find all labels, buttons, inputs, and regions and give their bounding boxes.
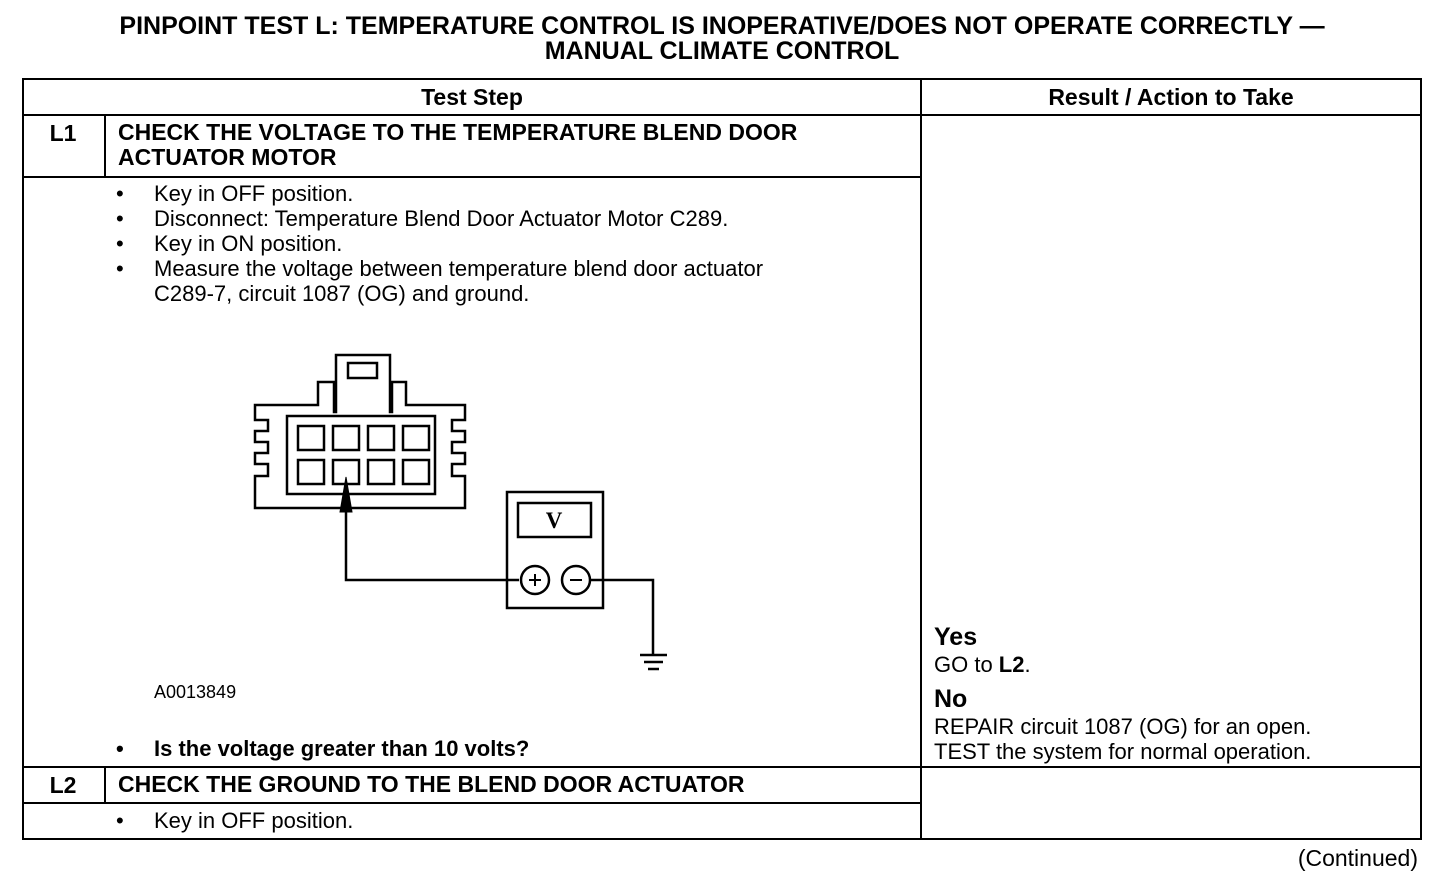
- result-no-action-line-2: TEST the system for normal operation.: [934, 739, 1312, 764]
- voltmeter-positive-terminal: [519, 564, 551, 596]
- step-l2-instructions: •Key in OFF position.: [112, 808, 353, 833]
- plus-icon: [529, 574, 541, 586]
- title-line-2: MANUAL CLIMATE CONTROL: [544, 37, 900, 65]
- connector-voltmeter-diagram: V: [253, 353, 667, 671]
- step-l1-question: •Is the voltage greater than 10 volts?: [112, 736, 529, 761]
- l2-id-divider: [104, 768, 106, 802]
- continued-label: (Continued): [1297, 845, 1418, 871]
- pinpoint-table: [22, 78, 1422, 840]
- step-id-l1: L1: [49, 120, 77, 146]
- l2-row-divider: [24, 766, 1420, 768]
- step-title-l1-line-2: ACTUATOR MOTOR: [118, 144, 337, 170]
- l1-id-divider: [104, 116, 106, 176]
- list-item: •Key in OFF position.: [116, 181, 354, 206]
- connector-cavity: [401, 458, 431, 486]
- step-title-l1: CHECK THE VOLTAGE TO THE TEMPERATURE BLE…: [118, 120, 908, 170]
- list-item: •Is the voltage greater than 10 volts?: [116, 736, 530, 761]
- l1-title-divider: [24, 176, 920, 178]
- voltmeter-label: V: [546, 508, 563, 533]
- connector-outline: [253, 353, 467, 510]
- title-line-1: PINPOINT TEST L: TEMPERATURE CONTROL IS …: [119, 12, 1325, 40]
- connector-inner-housing: [285, 414, 437, 496]
- connector-cavity: [331, 424, 361, 452]
- negative-test-lead: [590, 578, 655, 654]
- step-l1-instructions: •Key in OFF position. •Disconnect: Tempe…: [112, 181, 763, 306]
- result-yes-target-link[interactable]: L2: [998, 652, 1025, 677]
- l2-title-divider: [24, 802, 920, 804]
- step-title-l2: CHECK THE GROUND TO THE BLEND DOOR ACTUA…: [118, 771, 745, 797]
- voltmeter-display: [516, 501, 593, 539]
- page-title: PINPOINT TEST L: TEMPERATURE CONTROL IS …: [0, 14, 1444, 64]
- connector-cavity: [366, 458, 396, 486]
- positive-test-lead: [344, 512, 519, 582]
- voltmeter-body: [505, 490, 605, 610]
- list-item: •Disconnect: Temperature Blend Door Actu…: [116, 206, 729, 231]
- list-item: •Key in ON position.: [116, 231, 343, 256]
- result-no-label: No: [934, 685, 968, 713]
- list-item-continuation: C289-7, circuit 1087 (OG) and ground.: [154, 281, 530, 306]
- connector-cavity: [296, 424, 326, 452]
- header-divider: [24, 114, 1420, 116]
- step-title-l1-line-1: CHECK THE VOLTAGE TO THE TEMPERATURE BLE…: [118, 119, 798, 145]
- connector-latch: [346, 361, 379, 380]
- header-test-step: Test Step: [421, 84, 523, 110]
- result-no-action-line-1: REPAIR circuit 1087 (OG) for an open.: [934, 714, 1312, 739]
- step-id-l2: L2: [49, 772, 77, 798]
- probe-tip-icon: [339, 476, 353, 513]
- list-item: •Measure the voltage between temperature…: [116, 256, 764, 281]
- column-divider: [920, 80, 922, 838]
- header-result: Result / Action to Take: [1048, 84, 1294, 110]
- connector-cavity: [296, 458, 326, 486]
- list-item: •Key in OFF position.: [116, 808, 354, 833]
- connector-cavity: [366, 424, 396, 452]
- result-yes-action: GO to L2.: [934, 652, 1031, 677]
- figure-id: A0013849: [154, 682, 237, 702]
- result-yes-label: Yes: [934, 623, 978, 651]
- connector-cavity: [401, 424, 431, 452]
- step-l1-results: Yes GO to L2. No REPAIR circuit 1087 (OG…: [934, 622, 1311, 764]
